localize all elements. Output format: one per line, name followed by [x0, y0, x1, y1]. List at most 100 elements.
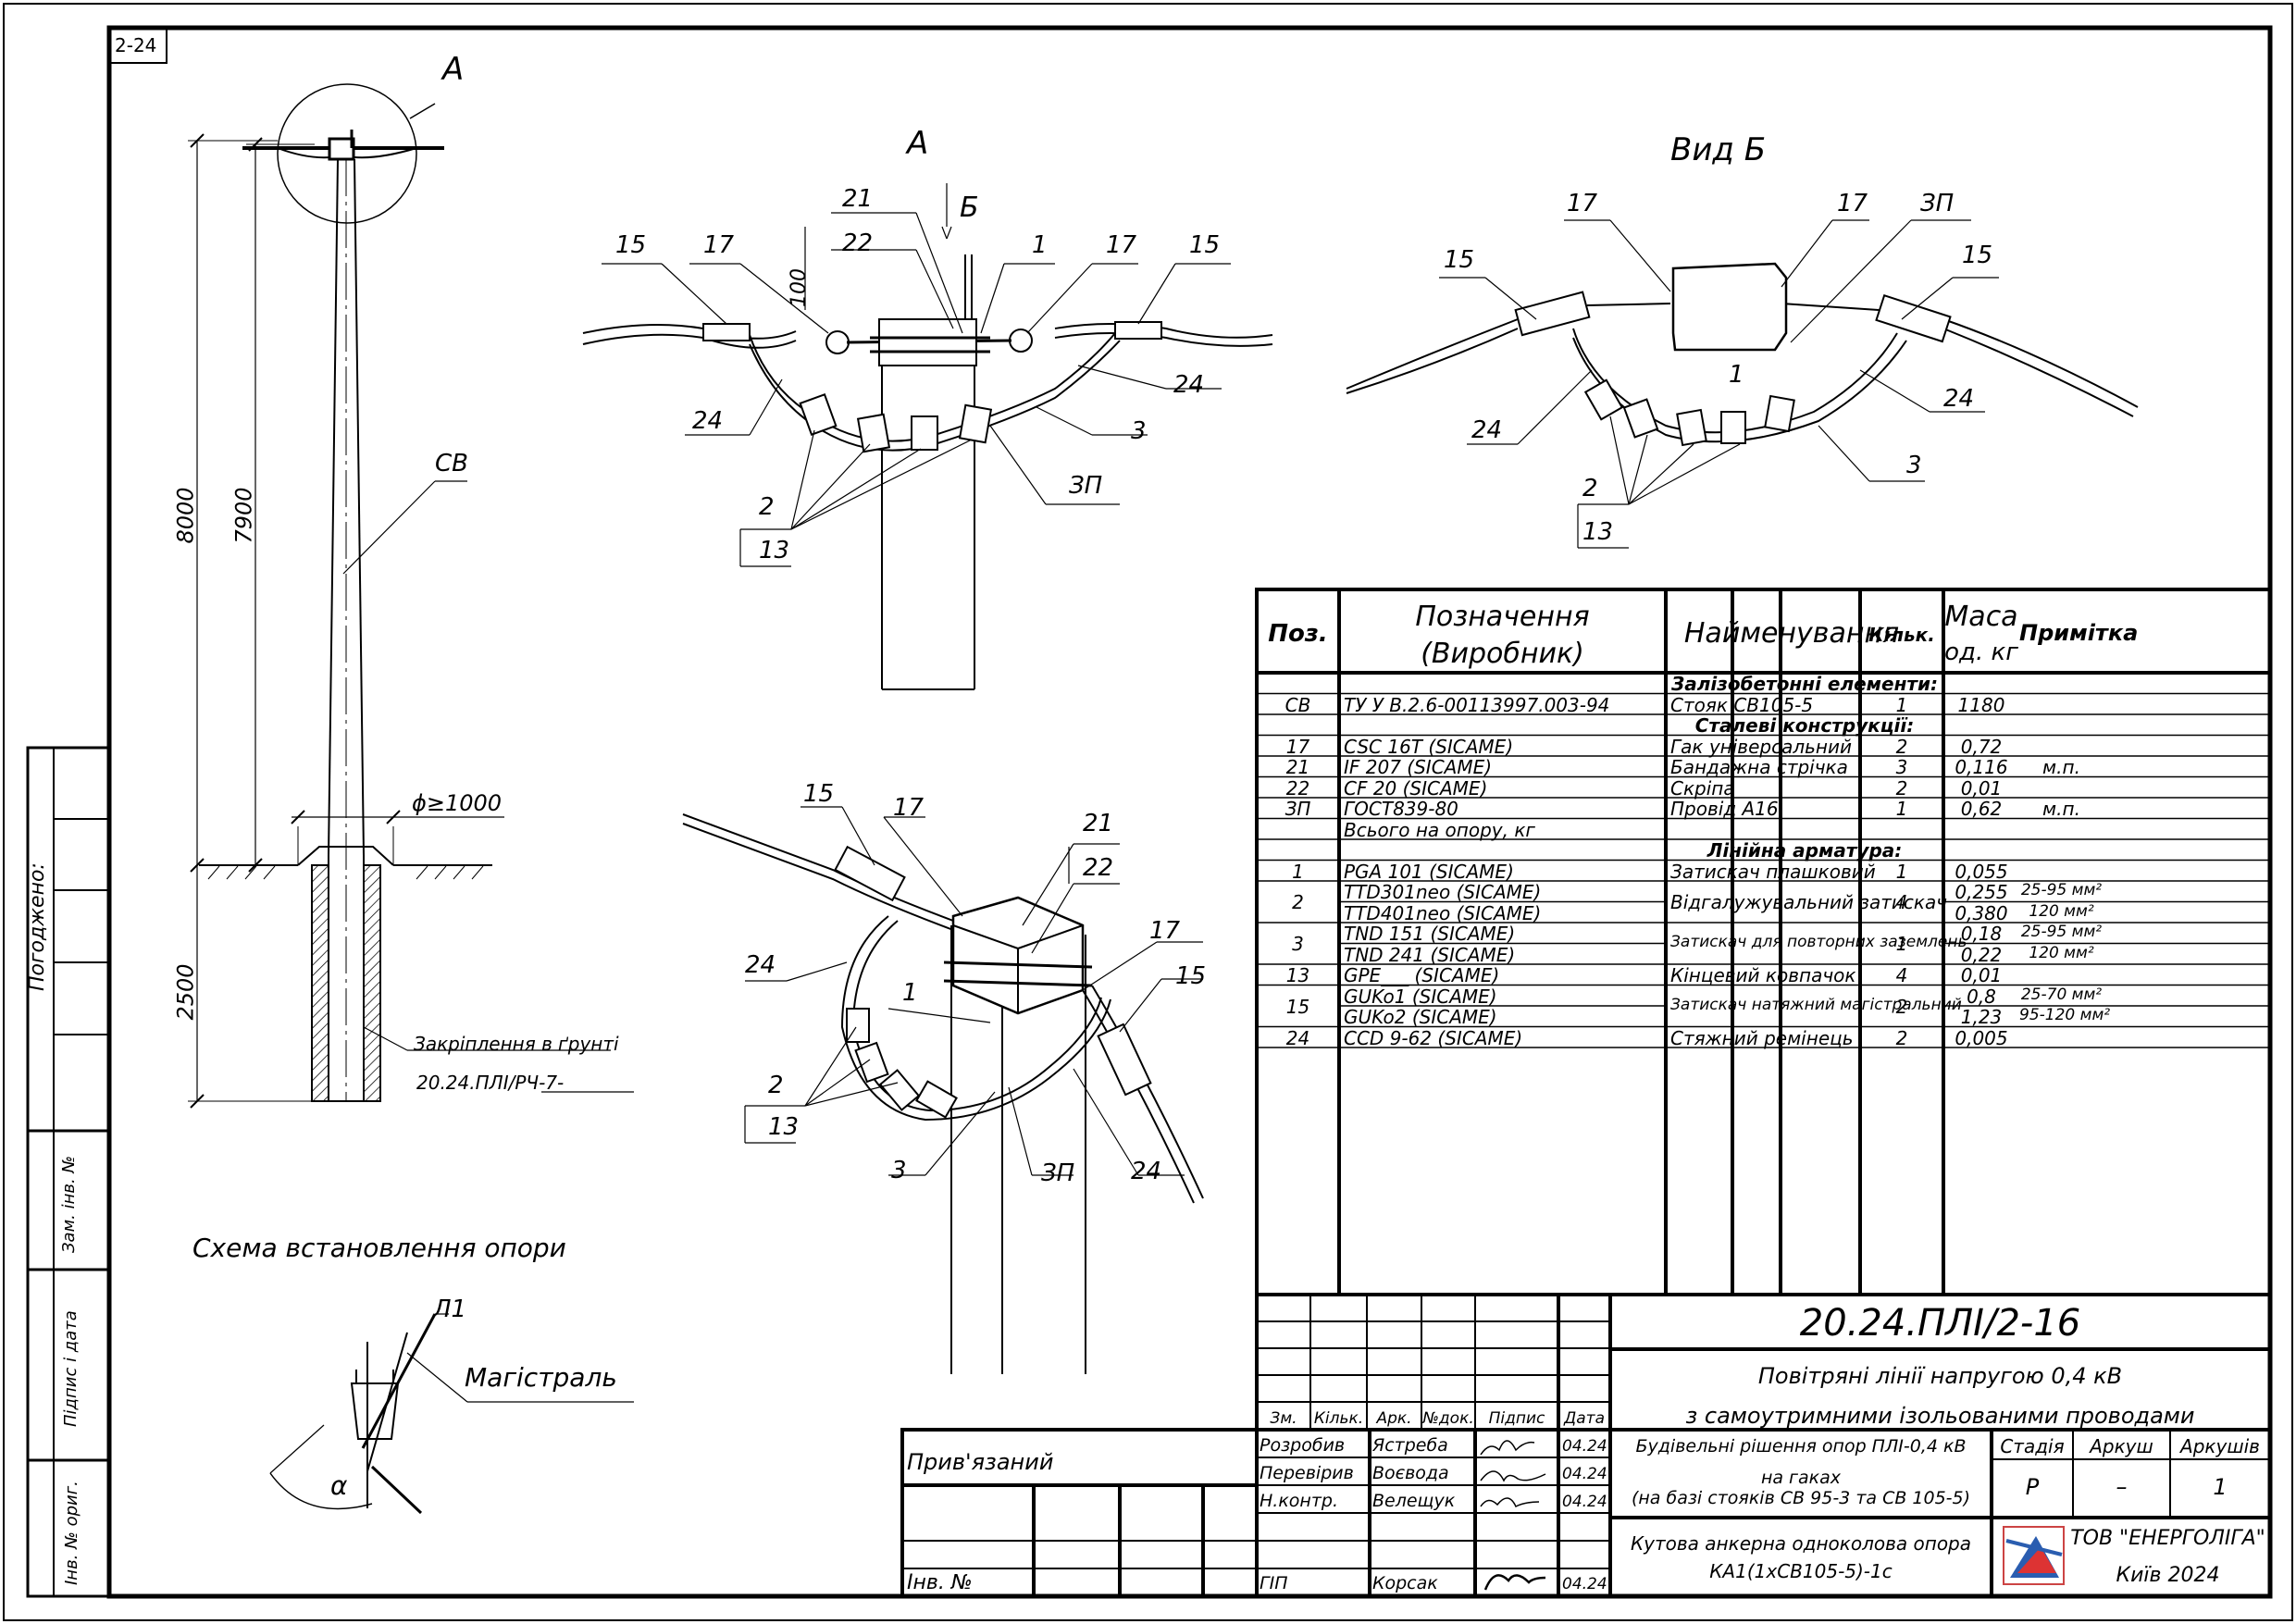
- col-data: Дата: [1563, 1409, 1606, 1428]
- spec-name: Бандажна стрічка: [1670, 756, 1848, 778]
- role-2: Перевірив: [1260, 1463, 1354, 1483]
- title-block-grid: [900, 1293, 2272, 1598]
- spec-mass: 0,72: [1960, 735, 2003, 758]
- spec-qty: 2: [1895, 1026, 1908, 1049]
- sheet-value: –: [2116, 1474, 2128, 1500]
- spec-designation: IF 207 (SICAME): [1344, 756, 1493, 778]
- spec-section: Сталеві конструкції:: [1694, 714, 1915, 737]
- spec-pos: 22: [1285, 776, 1310, 800]
- spec-mass: 0,8: [1967, 985, 1996, 1008]
- spec-qty: 3: [1895, 756, 1908, 778]
- detail-a: [582, 183, 1273, 690]
- spec-designation: PGA 101 (SICAME): [1344, 860, 1514, 883]
- spec-mass: 0,005: [1955, 1026, 2008, 1049]
- sheet-tag-box: [108, 27, 168, 64]
- orig-label: Інв. № ориг.: [62, 1481, 81, 1585]
- spec-note: м.п.: [2042, 798, 2080, 820]
- detail-a-3: 3: [1131, 417, 1147, 445]
- spec-designation: ТУ У В.2.6-00113997.003-94: [1344, 693, 1610, 716]
- detail-a-17a: 17: [703, 231, 735, 259]
- detail-a-13: 13: [759, 537, 790, 564]
- spec-qty: 1: [1895, 933, 1908, 956]
- detail-a-title: А: [907, 125, 929, 162]
- spec-name: Стояк СВ105-5: [1670, 693, 1814, 716]
- spec-designation: GPE___ (SICAME): [1344, 964, 1500, 986]
- signatures: [1480, 1440, 1546, 1591]
- dim-2500: 2500: [172, 963, 199, 1021]
- view-b-15b: 15: [1962, 242, 1993, 269]
- spec-pos: 24: [1285, 1026, 1310, 1049]
- sheet-header: Аркуш: [2090, 1435, 2153, 1457]
- spec-qty: 1: [1895, 860, 1908, 883]
- left-strip: [26, 746, 111, 1598]
- spec-section: Залізобетонні елементи:: [1671, 673, 1938, 695]
- detail-a-15b: 15: [1189, 231, 1221, 259]
- view-b-24b: 24: [1943, 385, 1975, 413]
- spec-section: Лінійна арматура:: [1706, 839, 1903, 862]
- spec-note: 25-95 мм²: [2020, 923, 2103, 941]
- view-a-label: А: [442, 51, 465, 88]
- spec-mass: 0,116: [1955, 756, 2008, 778]
- iso-24b: 24: [1131, 1158, 1162, 1185]
- spec-name: Гак універсальний: [1670, 735, 1852, 758]
- fix-label: Закріплення в ґрунті: [414, 1033, 619, 1055]
- detail-a-zp: ЗП: [1069, 472, 1103, 500]
- spec-designation: GUKo1 (SICAME): [1344, 985, 1497, 1008]
- spec-name: Кінцевий ковпачок: [1670, 964, 1856, 986]
- spec-h-mass-1: Маса: [1944, 601, 2018, 633]
- stage-value: Р: [2025, 1474, 2040, 1500]
- col-kil: Кільк.: [1313, 1409, 1364, 1428]
- stage-header: Стадія: [2000, 1435, 2065, 1457]
- view-b-zp: ЗП: [1920, 190, 1955, 217]
- spec-h-name: Найменування: [1683, 617, 1900, 650]
- spec-note: 95-120 мм²: [2019, 1006, 2111, 1024]
- detail-a-b-arrow: Б: [960, 192, 979, 224]
- spec-qty: 2: [1895, 995, 1908, 1018]
- detail-a-17b: 17: [1106, 231, 1137, 259]
- spec-mass: 0,62: [1960, 798, 2003, 820]
- col-ark: Арк.: [1376, 1409, 1412, 1428]
- spec-pos: 2: [1292, 891, 1304, 914]
- spec-name: Затискач плашковий: [1670, 860, 1876, 883]
- spec-designation: TND 241 (SICAME): [1344, 943, 1516, 966]
- detail-a-dim-100: 100: [788, 268, 811, 307]
- spec-mass: 1,23: [1960, 1006, 2003, 1028]
- inv-label: Інв. №: [907, 1571, 973, 1594]
- sheet-name-2: КА1(1хСВ105-5)-1с: [1709, 1560, 1893, 1582]
- spec-qty: 4: [1895, 891, 1908, 914]
- spec-note: 25-95 мм²: [2020, 881, 2103, 899]
- date-3: 04.24: [1562, 1493, 1607, 1511]
- section-line-2: на гаках: [1760, 1468, 1842, 1488]
- spec-qty: 1: [1895, 693, 1908, 716]
- person-3: Велещук: [1372, 1491, 1456, 1511]
- spec-pos: 15: [1285, 995, 1310, 1018]
- spec-designation: GUKo2 (SICAME): [1344, 1006, 1497, 1028]
- iso-2: 2: [768, 1072, 784, 1099]
- view-b-17b: 17: [1837, 190, 1868, 217]
- spec-h-pos: Поз.: [1268, 620, 1328, 648]
- spec-h-designation-1: Позначення: [1415, 601, 1590, 633]
- iso-24a: 24: [745, 951, 776, 979]
- sign-date-label: Підпис і дата: [61, 1310, 81, 1427]
- company-logo: [2003, 1526, 2065, 1585]
- view-b-17a: 17: [1567, 190, 1598, 217]
- spec-qty: 1: [1895, 798, 1908, 820]
- outer-border: [3, 3, 2293, 1621]
- spec-qty: 4: [1895, 964, 1908, 986]
- view-b-13: 13: [1582, 518, 1614, 546]
- person-2: Воєвода: [1372, 1463, 1449, 1483]
- detail-a-24b: 24: [1173, 371, 1205, 399]
- spec-mass: 0,18: [1960, 923, 2003, 945]
- col-pidp: Підпис: [1488, 1409, 1545, 1428]
- spec-pos: 17: [1285, 735, 1310, 758]
- view-b-3: 3: [1906, 452, 1922, 479]
- person-4: Корсак: [1372, 1573, 1438, 1593]
- plan-sketch: [269, 1313, 634, 1515]
- spec-h-designation-2: (Виробник): [1421, 638, 1584, 670]
- sheet-tag: 2-24: [115, 34, 157, 56]
- spec-designation: Всього на опору, кг: [1344, 818, 1535, 841]
- spec-designation: TTD301neo (SICAME): [1344, 881, 1542, 903]
- spec-mass: 0,055: [1955, 860, 2008, 883]
- view-b-24a: 24: [1471, 416, 1503, 444]
